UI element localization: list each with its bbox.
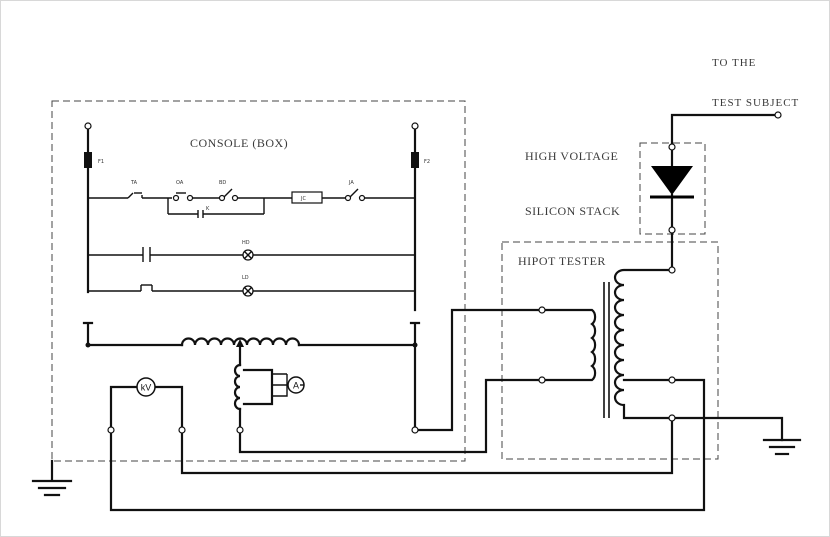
silicon-stack-label: SILICON STACK	[525, 204, 620, 218]
test-subject-label: TEST SUBJECT	[712, 97, 799, 109]
right-supply-terminal	[411, 122, 419, 130]
hipot-tester-outline	[501, 241, 719, 460]
console-box-label: CONSOLE (BOX)	[190, 136, 288, 150]
contact-oa-label: OA	[176, 180, 184, 186]
terminal-points	[85, 111, 782, 434]
kv-meter-supply-wire	[109, 378, 706, 512]
diode-bottom-terminal	[668, 226, 676, 234]
lamp-hd-label: HD	[242, 240, 250, 246]
variac-winding	[180, 337, 301, 347]
rung-ld-lamp	[88, 284, 415, 297]
hv-transformer	[540, 268, 674, 420]
fuse-f1-label: F1	[98, 159, 104, 165]
high-voltage-label: HIGH VOLTAGE	[525, 149, 618, 163]
primary-winding	[540, 308, 597, 382]
contact-ta-label: TA	[130, 180, 138, 186]
main-power-line	[82, 321, 421, 367]
primary-feed-wire-1	[413, 308, 544, 432]
secondary-winding	[613, 268, 674, 420]
kilovoltmeter-label: kV	[141, 383, 152, 393]
ground-wire	[670, 416, 784, 442]
fuse-f1	[84, 152, 92, 168]
ammeter-circuit: A	[233, 363, 305, 432]
contact-k-label: K	[206, 206, 210, 212]
test-subject-lead	[670, 113, 780, 149]
relay-coil-label: JC	[300, 196, 306, 202]
contact-ja-label: JA	[348, 180, 354, 186]
kilovoltmeter	[136, 377, 156, 397]
variac-wiper-arrow	[236, 339, 244, 347]
ammeter-label: A	[293, 381, 299, 391]
ground-symbol-right	[762, 438, 802, 456]
left-supply-terminal	[84, 122, 92, 130]
contact-bd-label: BD	[219, 180, 226, 186]
kv-meter-circuit: kV	[109, 377, 184, 432]
relay-coil-jc	[291, 191, 323, 204]
lamp-ld-label: LD	[242, 275, 249, 281]
current-transformer-winding	[233, 363, 242, 411]
primary-feed-wire-2	[238, 378, 544, 454]
ground-symbol-left	[31, 479, 73, 497]
diode-top-terminal	[668, 143, 676, 151]
hv-diode-triangle	[651, 166, 693, 195]
rung-hd-lamp	[88, 247, 415, 262]
console-box-outline	[51, 100, 466, 462]
kv-meter-return-wire	[180, 416, 674, 475]
hipot-tester-label: HIPOT TESTER	[518, 254, 606, 268]
rung-control-circuit: JC	[88, 188, 415, 218]
test-subject-terminal	[774, 111, 782, 119]
to-the-label: TO THE	[712, 57, 756, 69]
fuse-f2	[411, 152, 419, 168]
fuse-f2-label: F2	[424, 159, 430, 165]
